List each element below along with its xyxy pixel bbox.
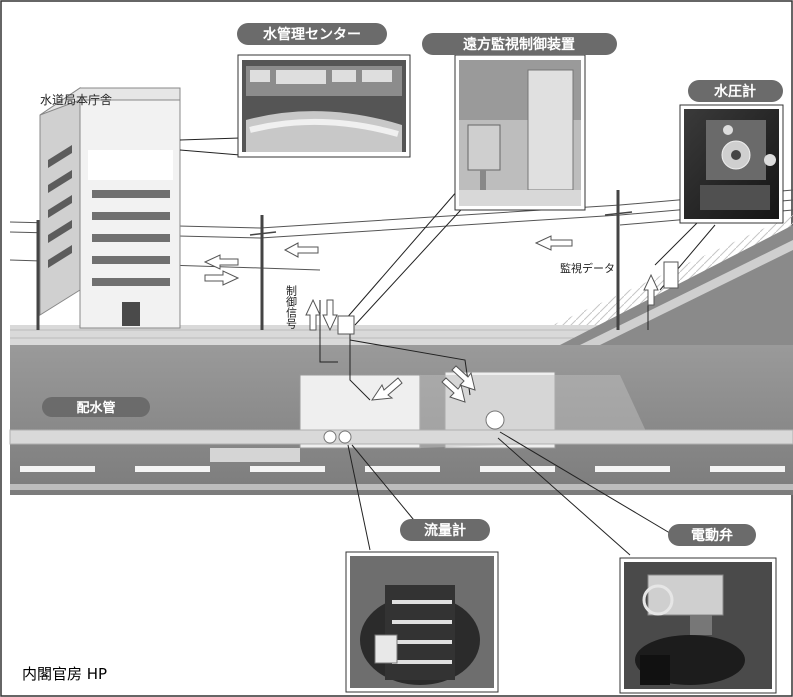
svg-text:配水管: 配水管 xyxy=(76,400,115,416)
source-credit: 内閣官房 HP xyxy=(22,665,108,683)
flow-meter-photo xyxy=(345,551,499,693)
data-arrows xyxy=(203,235,659,403)
distribution-pipe-label: 配水管 xyxy=(42,397,150,417)
svg-text:遠方監視制御装置: 遠方監視制御装置 xyxy=(463,36,575,53)
control-signal-label: 制御信号 xyxy=(285,285,298,330)
water-center-photo xyxy=(237,54,411,158)
remote-device-label: 遠方監視制御装置 xyxy=(422,33,617,55)
svg-text:流量計: 流量計 xyxy=(424,522,466,539)
motor-valve-label: 電動弁 xyxy=(668,524,756,546)
pressure-gauge-photo xyxy=(679,104,784,224)
hq-building-label: 水道局本庁舎 xyxy=(40,93,112,107)
signal-lines xyxy=(179,137,716,556)
control-box xyxy=(337,315,355,335)
remote-device-photo xyxy=(454,54,586,211)
svg-text:電動弁: 電動弁 xyxy=(691,527,733,544)
hq-building xyxy=(39,87,181,329)
svg-text:水圧計: 水圧計 xyxy=(714,83,756,100)
distribution-pipe xyxy=(9,429,793,445)
motor-valve-photo xyxy=(619,557,777,694)
gauge-box xyxy=(663,261,679,289)
water-center-label: 水管理センター xyxy=(237,23,387,45)
pressure-gauge-label: 水圧計 xyxy=(688,80,783,102)
monitor-data-label: 監視データ xyxy=(560,261,615,275)
svg-text:水管理センター: 水管理センター xyxy=(263,26,361,43)
lane-markings xyxy=(20,466,785,472)
flow-meter-label: 流量計 xyxy=(400,519,490,541)
